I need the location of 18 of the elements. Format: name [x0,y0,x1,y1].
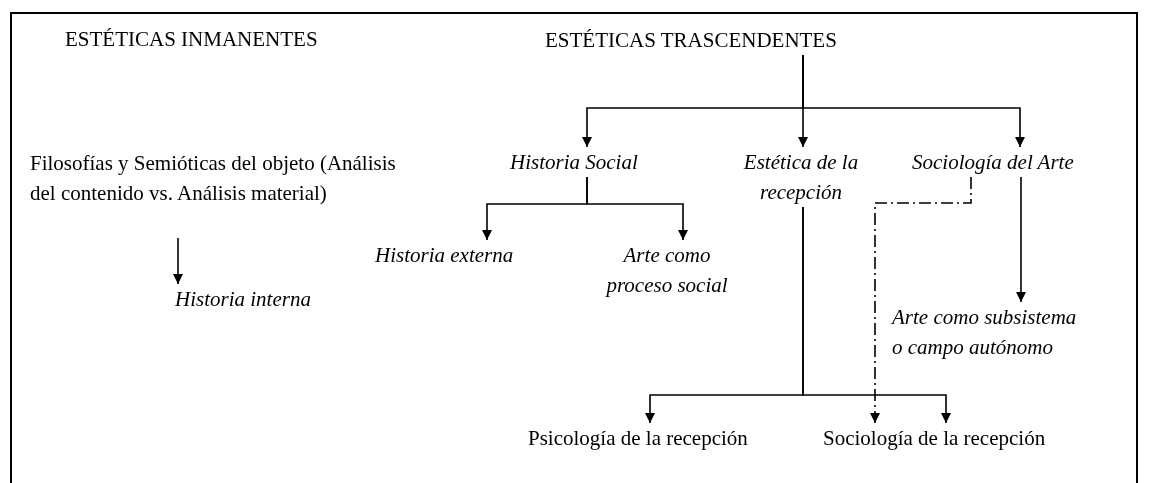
heading: ESTÉTICAS TRASCENDENTES [545,25,880,55]
concept-label: Sociología de la recepción [823,423,1091,453]
concept-label: Historia externa [375,240,545,270]
concept-label: Arte como proceso social [592,240,742,300]
arrow [802,206,951,424]
dash-dot-arrow [870,176,972,424]
arrow [802,54,1025,148]
concept-label: Sociología del Arte [912,147,1094,177]
concept-label: Psicología de la recepción [528,423,790,453]
concept-label: Historia interna [175,284,325,314]
heading: ESTÉTICAS INMANENTES [65,24,400,54]
concept-label: Estética de la recepción [725,147,877,207]
arrow [173,237,183,285]
arrow [586,176,688,241]
concept-label: Arte como subsistema o campo autónomo [892,302,1090,362]
arrow [1016,176,1026,303]
concept-label: Historia Social [510,147,650,177]
concept-label: Filosofías y Semióticas del objeto (Análisis del contenido vs. Análisis material) [30,148,402,208]
